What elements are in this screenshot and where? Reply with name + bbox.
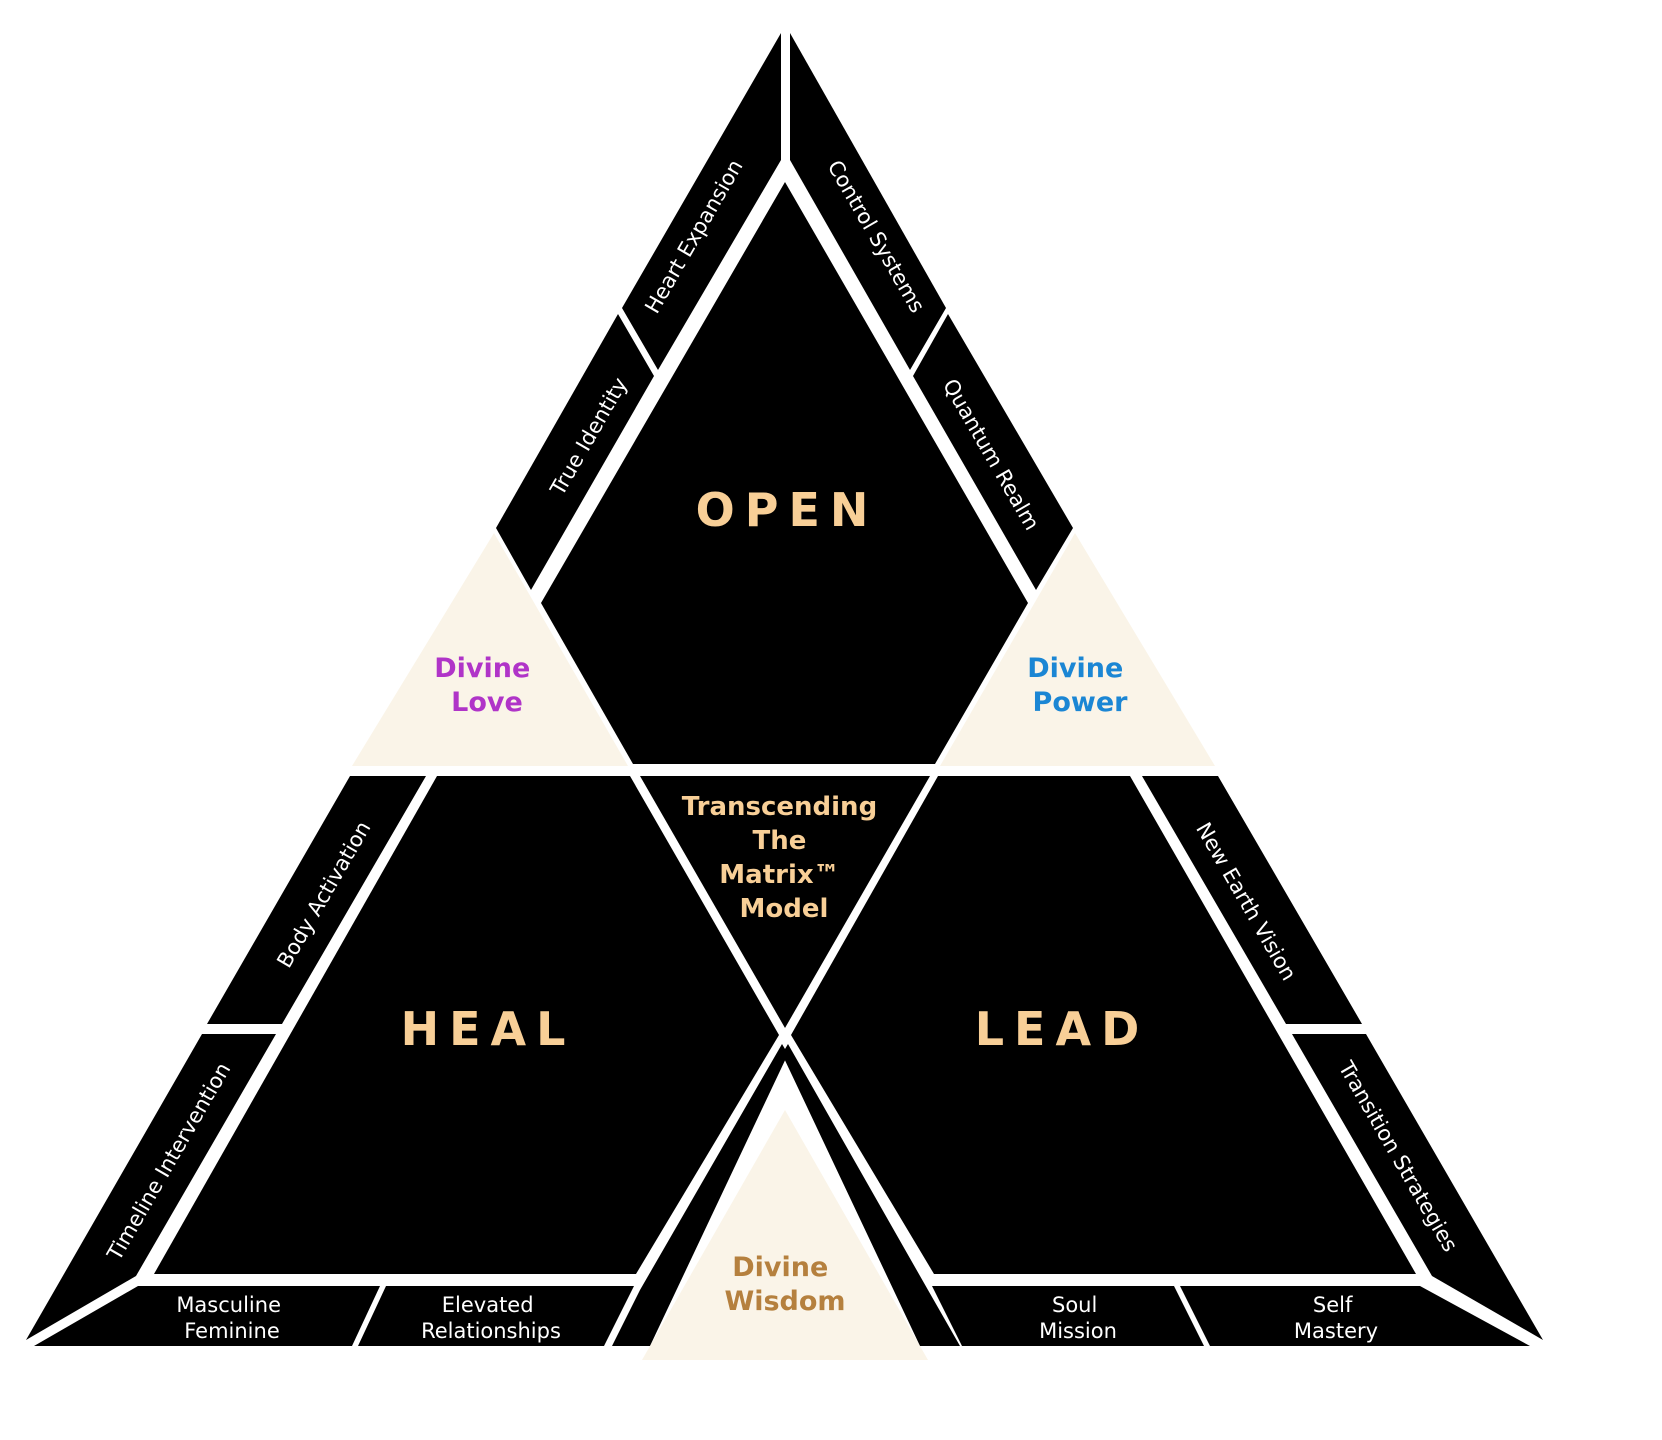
center-model-triangle <box>640 776 930 1028</box>
pillar-heal-shape <box>154 776 779 1274</box>
label-line: Divine <box>1027 653 1123 684</box>
divine-power-label: Divine Power <box>1027 653 1132 718</box>
divine-love-label: Divine Love <box>434 653 539 718</box>
bottom-self-mastery <box>1180 1286 1530 1346</box>
strip-control-systems <box>790 33 946 370</box>
strip-body-activation <box>207 776 426 1024</box>
label-line: Relationships <box>421 1319 561 1343</box>
strip-true-identity <box>496 314 654 590</box>
pillar-label-lead: LEAD <box>975 1002 1150 1056</box>
pillar-label-heal: HEAL <box>401 1002 576 1056</box>
label-line: Feminine <box>184 1319 280 1343</box>
strip-new-earth-vision <box>1142 776 1362 1024</box>
strip-heart-expansion <box>622 33 781 370</box>
strip-quantum-realm <box>913 314 1073 590</box>
title-line: Transcending <box>682 792 877 822</box>
title-line: Matrix™ <box>719 860 839 890</box>
bottom-label-self-mastery: Self Mastery <box>1294 1293 1378 1343</box>
divine-wisdom-triangle <box>642 1110 928 1360</box>
center-model-title: Transcending The Matrix™ Model <box>682 792 887 924</box>
divine-power-triangle <box>940 533 1215 766</box>
lower-left-band <box>612 1044 788 1346</box>
strip-transition-strategies <box>1292 1034 1543 1340</box>
label-line: Masculine <box>176 1293 281 1317</box>
bottom-masculine-feminine <box>34 1286 380 1346</box>
lower-right-band <box>782 1044 960 1346</box>
label-line: Mission <box>1039 1319 1117 1343</box>
bottom-elevated-relationships <box>358 1286 634 1346</box>
pillar-open-hexagon <box>541 182 1028 764</box>
label-line: Elevated <box>442 1293 534 1317</box>
strip-timeline-intervention <box>26 1034 276 1340</box>
diagram-shapes <box>26 33 1543 1360</box>
label-line: Self <box>1313 1293 1353 1317</box>
label-line: Divine <box>732 1252 828 1283</box>
label-line: Love <box>451 687 523 718</box>
divine-wisdom-label: Divine Wisdom <box>724 1252 845 1317</box>
bottom-label-soul-mission: Soul Mission <box>1039 1293 1117 1343</box>
title-line: Model <box>740 894 829 924</box>
bottom-label-masculine-feminine: Masculine Feminine <box>176 1293 287 1343</box>
bottom-label-elevated-relationships: Elevated Relationships <box>421 1293 561 1343</box>
bottom-soul-mission <box>932 1286 1204 1346</box>
label-line: Soul <box>1052 1293 1097 1317</box>
label-line: Power <box>1033 687 1129 718</box>
divine-love-triangle <box>352 533 628 766</box>
title-line: The <box>753 826 807 856</box>
pillar-label-open: OPEN <box>696 483 879 537</box>
label-line: Mastery <box>1294 1319 1378 1343</box>
label-line: Divine <box>434 653 530 684</box>
pillar-lead-shape <box>791 776 1416 1274</box>
label-line: Wisdom <box>724 1286 845 1317</box>
